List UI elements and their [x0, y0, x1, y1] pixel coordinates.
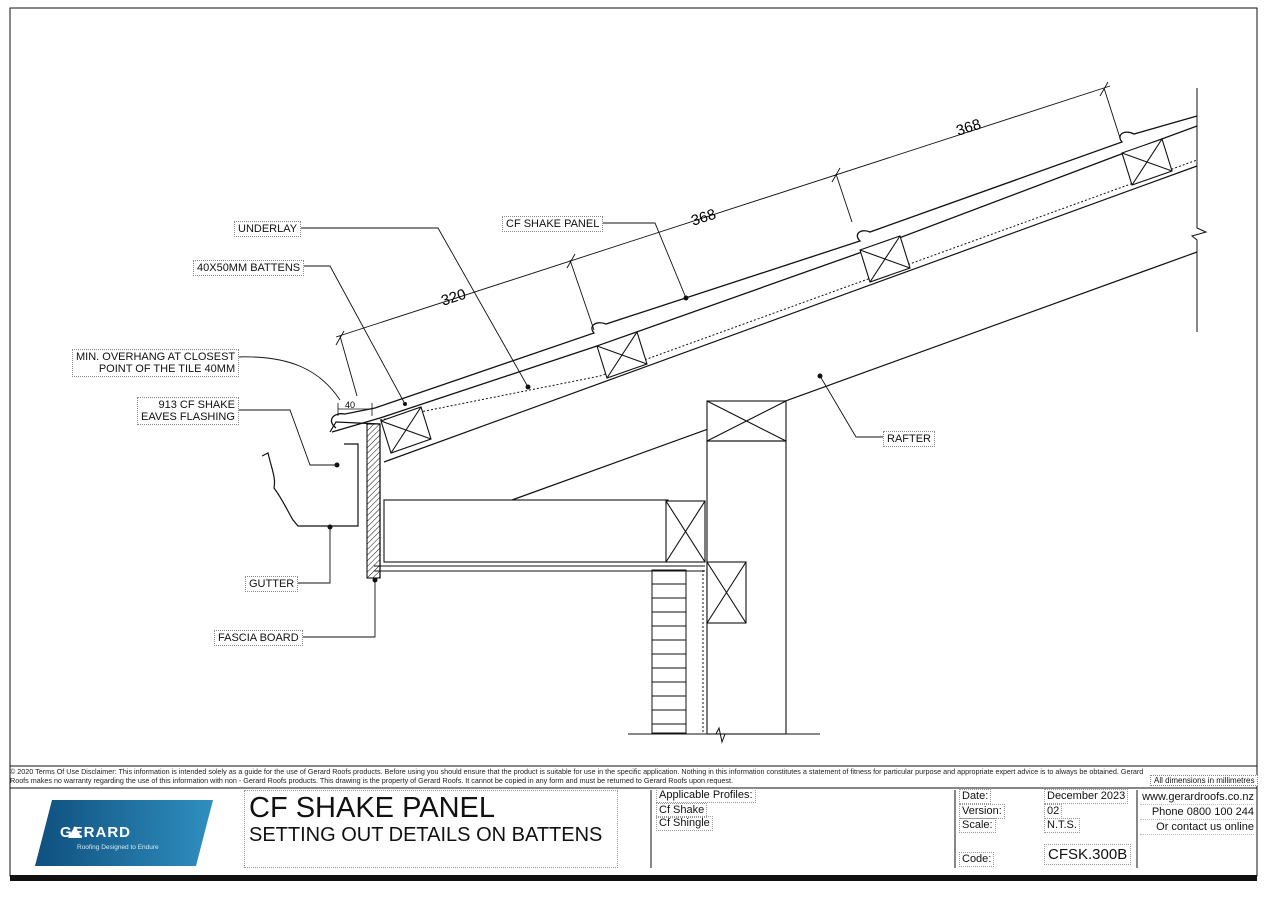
date-value: December 2023 — [1044, 789, 1129, 804]
profile-item-1: Cf Shake — [656, 803, 708, 818]
dimension-368-second: 368 — [954, 116, 983, 140]
label-eaves-flashing-line-2: EAVES FLASHING — [141, 411, 235, 423]
gerard-logo-icon — [68, 826, 82, 838]
brick-cladding — [651, 569, 704, 734]
dimension-40: 40 — [345, 400, 355, 410]
label-underlay: UNDERLAY — [234, 221, 302, 237]
label-min-overhang-line-2: POINT OF THE TILE 40MM — [98, 363, 236, 375]
label-battens: 40X50MM BATTENS — [193, 260, 305, 276]
lintel-box-1 — [665, 500, 706, 563]
version-label: Version: — [959, 804, 1005, 819]
disclaimer-text: © 2020 Terms Of Use Disclaimer: This inf… — [10, 767, 1144, 785]
sheet-bottom-bar — [10, 875, 1257, 881]
title-box: CF SHAKE PANEL SETTING OUT DETAILS ON BA… — [244, 790, 618, 868]
contact-online: Or contact us online — [1140, 820, 1254, 835]
label-min-overhang-line-1: MIN. OVERHANG AT CLOSEST — [76, 351, 236, 363]
drawing-title: CF SHAKE PANEL — [249, 792, 496, 824]
leader-lines — [235, 222, 883, 638]
right-break-line — [1190, 88, 1208, 332]
dimensions-note: All dimensions in millimetres — [1150, 775, 1259, 786]
rafter-top-line — [383, 165, 1198, 463]
label-eaves-flashing: 913 CF SHAKE EAVES FLASHING — [137, 397, 239, 425]
applicable-profiles-label: Applicable Profiles: — [656, 788, 756, 803]
website-link[interactable]: www.gerardroofs.co.nz — [1140, 790, 1254, 805]
label-cf-shake-panel: CF SHAKE PANEL — [502, 216, 604, 232]
code-label: Code: — [959, 852, 995, 867]
batten-2 — [596, 331, 648, 379]
cf-shake-panel-outline — [330, 115, 1198, 433]
batten-1 — [380, 406, 432, 454]
leader-dots — [327, 295, 823, 583]
scale-label: Scale: — [959, 818, 996, 833]
drawing-subtitle: SETTING OUT DETAILS ON BATTENS — [249, 824, 603, 846]
slope-dimension-line — [335, 81, 1121, 397]
fascia-board — [366, 423, 381, 579]
logo-wordmark: GERARD — [60, 824, 132, 841]
label-rafter: RAFTER — [883, 431, 935, 447]
scale-value: N.T.S. — [1044, 818, 1080, 833]
dimension-368-first: 368 — [689, 206, 718, 230]
contact-block: www.gerardroofs.co.nz Phone 0800 100 244… — [1140, 790, 1254, 835]
gerard-logo-badge — [35, 800, 213, 866]
ceiling-joist — [383, 499, 669, 563]
rafter-bottom-line — [511, 251, 1198, 501]
label-min-overhang: MIN. OVERHANG AT CLOSEST POINT OF THE TI… — [72, 349, 240, 377]
label-gutter: GUTTER — [245, 576, 299, 592]
phone-number: Phone 0800 100 244 — [1140, 805, 1254, 820]
logo-tagline: Roofing Designed to Endure — [77, 844, 159, 851]
batten-3 — [859, 235, 911, 283]
label-fascia-board: FASCIA BOARD — [214, 630, 303, 646]
eaves-flashing — [329, 421, 381, 578]
bottom-break-line — [628, 726, 820, 744]
gutter-profile — [261, 443, 359, 527]
sheet-border — [9, 7, 1258, 877]
code-value: CFSK.300B — [1044, 844, 1132, 865]
label-eaves-flashing-line-1: 913 CF SHAKE — [158, 399, 235, 411]
lintel-box-2 — [706, 561, 747, 624]
batten-4 — [1121, 138, 1173, 186]
dimension-320: 320 — [439, 286, 468, 310]
date-label: Date: — [959, 789, 992, 804]
top-plate — [706, 400, 787, 442]
profile-item-2: Cf Shingle — [656, 816, 713, 831]
version-value: 02 — [1044, 804, 1063, 819]
underlay-line — [379, 159, 1198, 421]
